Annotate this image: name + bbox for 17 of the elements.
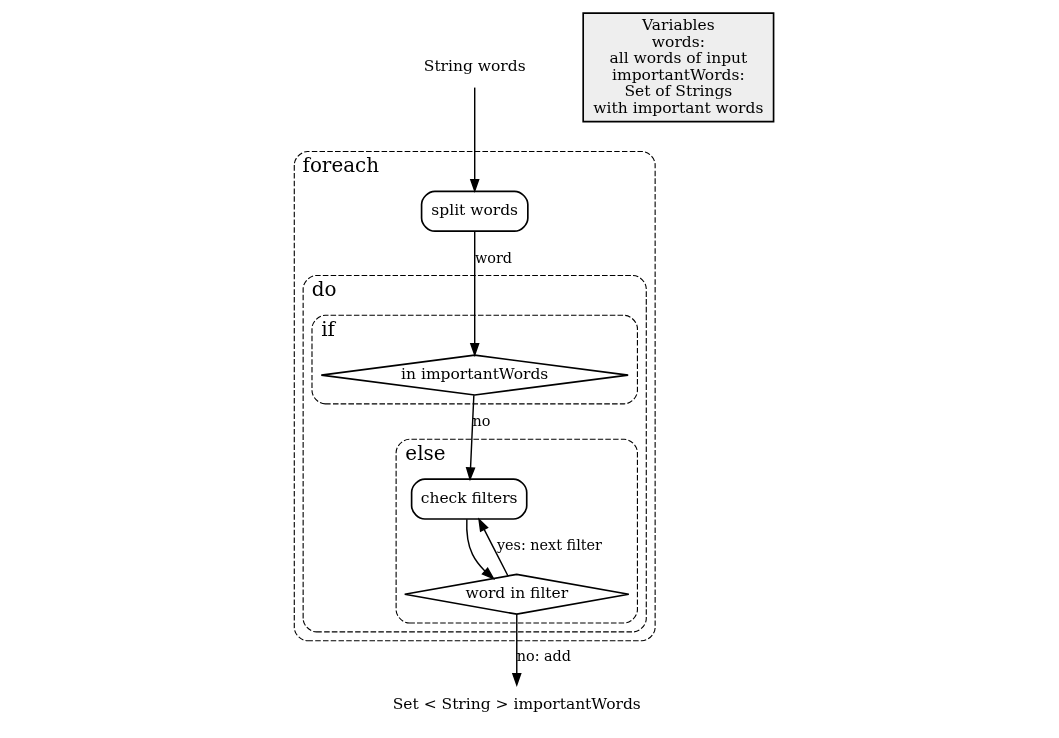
edge-label: no: add (516, 648, 572, 665)
edge-label: no (472, 413, 491, 430)
arrow (466, 518, 496, 580)
arrow (469, 230, 480, 357)
node-box: check filters (410, 478, 528, 520)
node-box: split words (420, 190, 529, 232)
arrow (465, 394, 476, 482)
node-diamond: word in filter (403, 573, 630, 616)
edge-label: yes: next filter (496, 537, 602, 554)
arrow (478, 517, 509, 577)
arrow (469, 86, 480, 194)
node-text: String words (423, 57, 526, 76)
node-text: Set < String > importantWords (392, 695, 641, 714)
node-box: Variables words: all words of input importantWords: Set of Strings with important words (582, 12, 775, 123)
edge-label: word (475, 249, 513, 266)
arrow (511, 613, 522, 687)
node-diamond: in importantWords (320, 354, 629, 396)
